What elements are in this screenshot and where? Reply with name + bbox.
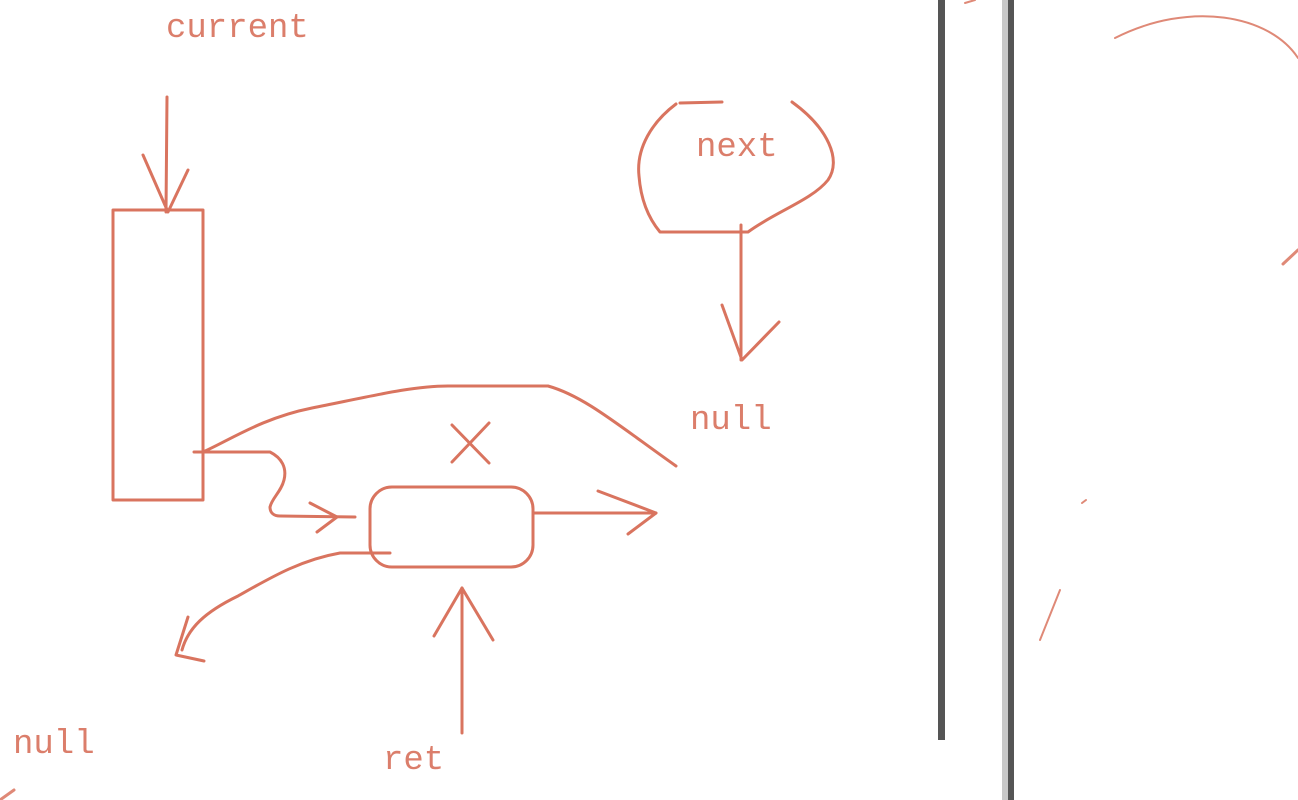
- cross-mark: [450, 421, 491, 465]
- ret-label: ret: [383, 742, 445, 780]
- ret-next-arrow: [531, 489, 658, 536]
- ret-prev-curve-arrow: [174, 551, 392, 663]
- current-next-curve: [201, 384, 678, 468]
- current-node-box: [111, 208, 205, 502]
- current-label: current: [166, 10, 309, 48]
- null-label-bottom: null: [13, 726, 95, 764]
- side-panel-edge: [938, 0, 1014, 800]
- next-to-null-arrow: [720, 223, 781, 362]
- next-label: next: [696, 129, 778, 167]
- current-to-ret-link: [192, 450, 357, 534]
- ret-pointer-arrow: [432, 586, 495, 735]
- next-cloud: [637, 100, 835, 234]
- current-pointer-arrow: [141, 95, 190, 214]
- null-label-top: null: [690, 402, 772, 440]
- ret-node-box: [368, 485, 535, 569]
